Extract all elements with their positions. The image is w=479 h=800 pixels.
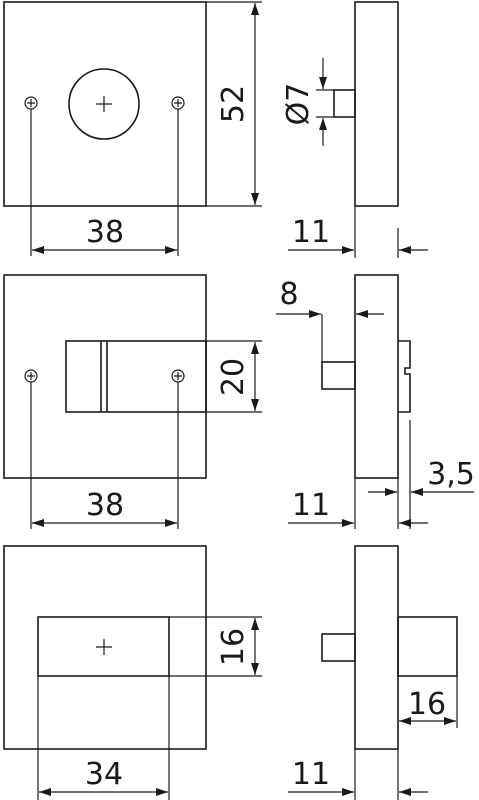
- view-3-side: 16 11: [288, 545, 458, 800]
- side-plate: [354, 545, 399, 750]
- side-knob: [397, 616, 458, 677]
- center-cross-icon: [96, 639, 112, 655]
- side-spindle: [321, 361, 356, 390]
- side-plate: [354, 274, 399, 479]
- screw-left-icon: [24, 96, 38, 110]
- screw-left-icon: [24, 369, 38, 383]
- side-turn-profile: [398, 340, 411, 413]
- plate-outline: [3, 1, 207, 207]
- screw-right-icon: [171, 369, 185, 383]
- dim-thickness-label: 11: [292, 215, 330, 250]
- dim-depth-label: 16: [408, 687, 446, 722]
- view-2-front: 38 20: [3, 274, 262, 529]
- dim-height-label: 16: [216, 628, 251, 666]
- dim-width-label: 34: [85, 757, 123, 792]
- view-1-side: Ø7 11: [281, 1, 428, 258]
- dim-thickness-label: 11: [292, 757, 330, 792]
- dim-diameter-label: Ø7: [281, 83, 316, 126]
- dim-width-label: 38: [86, 488, 124, 523]
- center-hole: [68, 68, 140, 140]
- center-cross-icon: [96, 96, 112, 112]
- screw-right-icon: [171, 96, 185, 110]
- dim-offset-label: 8: [279, 277, 298, 312]
- dim-thickness-label: 11: [292, 488, 330, 523]
- thumbturn-ridge: [100, 341, 108, 412]
- dim-width-label: 38: [86, 215, 124, 250]
- view-1-front: 38 52: [3, 1, 262, 256]
- plate-outline: [3, 545, 207, 750]
- dim-spindle-label: 3,5: [427, 457, 475, 492]
- dim-height-label: 52: [216, 85, 251, 123]
- dim-height-label: 20: [216, 358, 251, 396]
- side-spindle: [333, 89, 356, 118]
- thumbturn-body: [65, 340, 207, 413]
- view-2-side: 8 3,5 11: [276, 274, 475, 529]
- knob-body: [37, 616, 170, 677]
- view-3-front: 34 16: [3, 545, 262, 800]
- side-plate: [354, 1, 399, 207]
- side-spindle: [321, 633, 356, 662]
